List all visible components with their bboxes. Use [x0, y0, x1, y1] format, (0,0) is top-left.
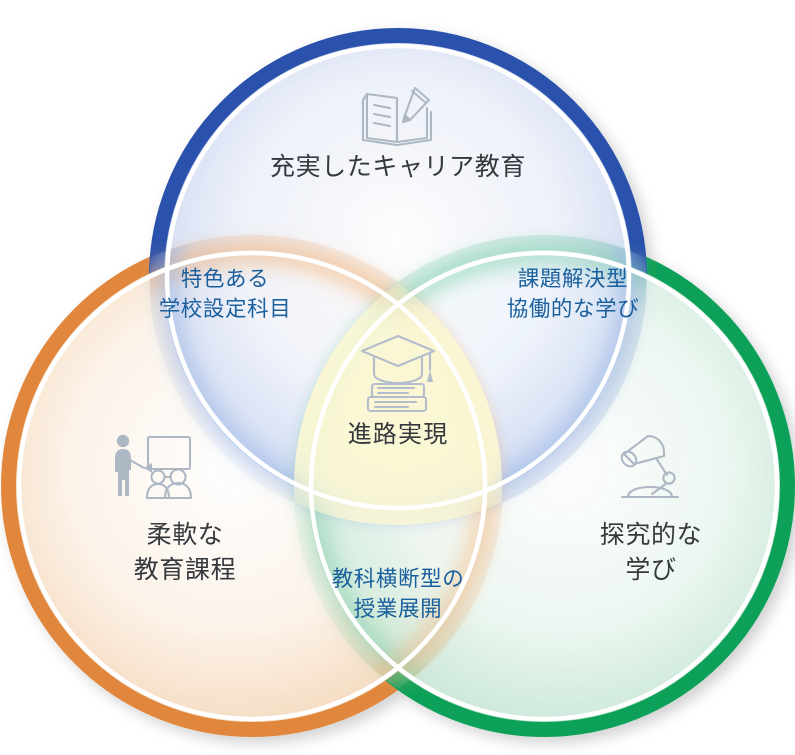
- inner-outlines: [16, 43, 780, 722]
- outline-inquiry: [308, 250, 780, 722]
- outline-curriculum: [16, 250, 488, 722]
- fill-career: [164, 43, 632, 511]
- core-glow-inner: [294, 300, 502, 525]
- outline-career: [164, 43, 632, 511]
